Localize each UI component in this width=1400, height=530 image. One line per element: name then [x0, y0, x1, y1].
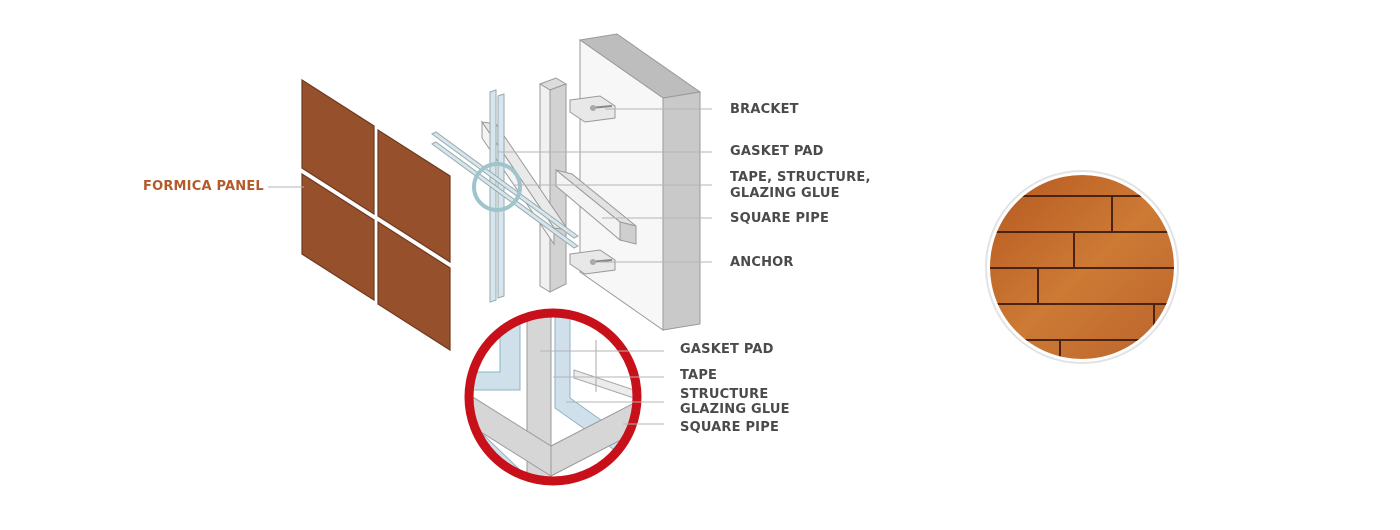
glazing-strips [431, 89, 579, 303]
detail-ring [464, 308, 642, 486]
bracket [569, 95, 616, 123]
wood-sample [985, 170, 1179, 364]
anchor [569, 249, 616, 275]
horizontal-square-pipe [555, 168, 637, 245]
detail-label-glazing-glue: GLAZING GLUE [680, 402, 790, 417]
leader-lines [268, 108, 712, 425]
detail-label-square-pipe: SQUARE PIPE [680, 420, 780, 435]
label-tape-structure-line1: TAPE, STRUCTURE, [730, 170, 871, 185]
detail-view [464, 308, 642, 486]
detail-highlight-ring [472, 162, 522, 212]
label-formica-panel: FORMICA PANEL [143, 179, 264, 194]
wall-slab [578, 33, 702, 331]
label-gasket-pad: GASKET PAD [730, 144, 824, 159]
formica-panels [301, 78, 451, 352]
label-square-pipe: SQUARE PIPE [730, 211, 830, 226]
label-bracket: BRACKET [730, 102, 799, 117]
detail-label-tape: TAPE [680, 368, 718, 383]
detail-label-structure: STRUCTURE [680, 387, 769, 402]
label-tape-structure-line2: GLAZING GLUE [730, 186, 840, 201]
detail-label-gasket-pad: GASKET PAD [680, 342, 774, 357]
label-anchor: ANCHOR [730, 255, 794, 270]
